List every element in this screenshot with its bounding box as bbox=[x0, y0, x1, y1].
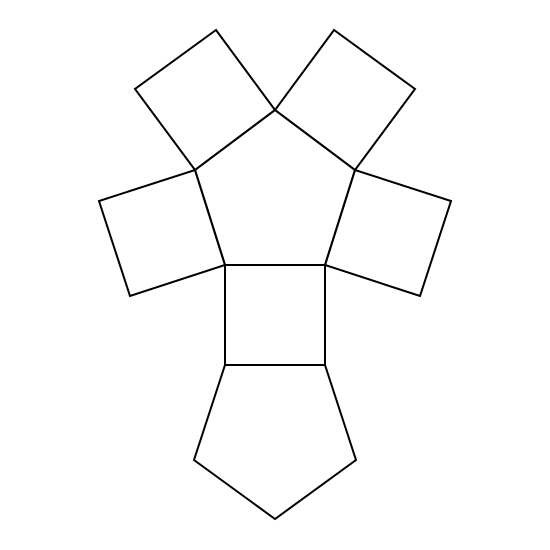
upper-left-square-face bbox=[133, 28, 277, 172]
left-square-face bbox=[97, 168, 227, 298]
top-pentagon-face bbox=[193, 108, 357, 266]
right-square-face bbox=[323, 168, 453, 298]
bottom-pentagon-face bbox=[192, 364, 358, 521]
upper-right-square-face bbox=[273, 28, 417, 172]
middle-square-face bbox=[224, 264, 326, 366]
